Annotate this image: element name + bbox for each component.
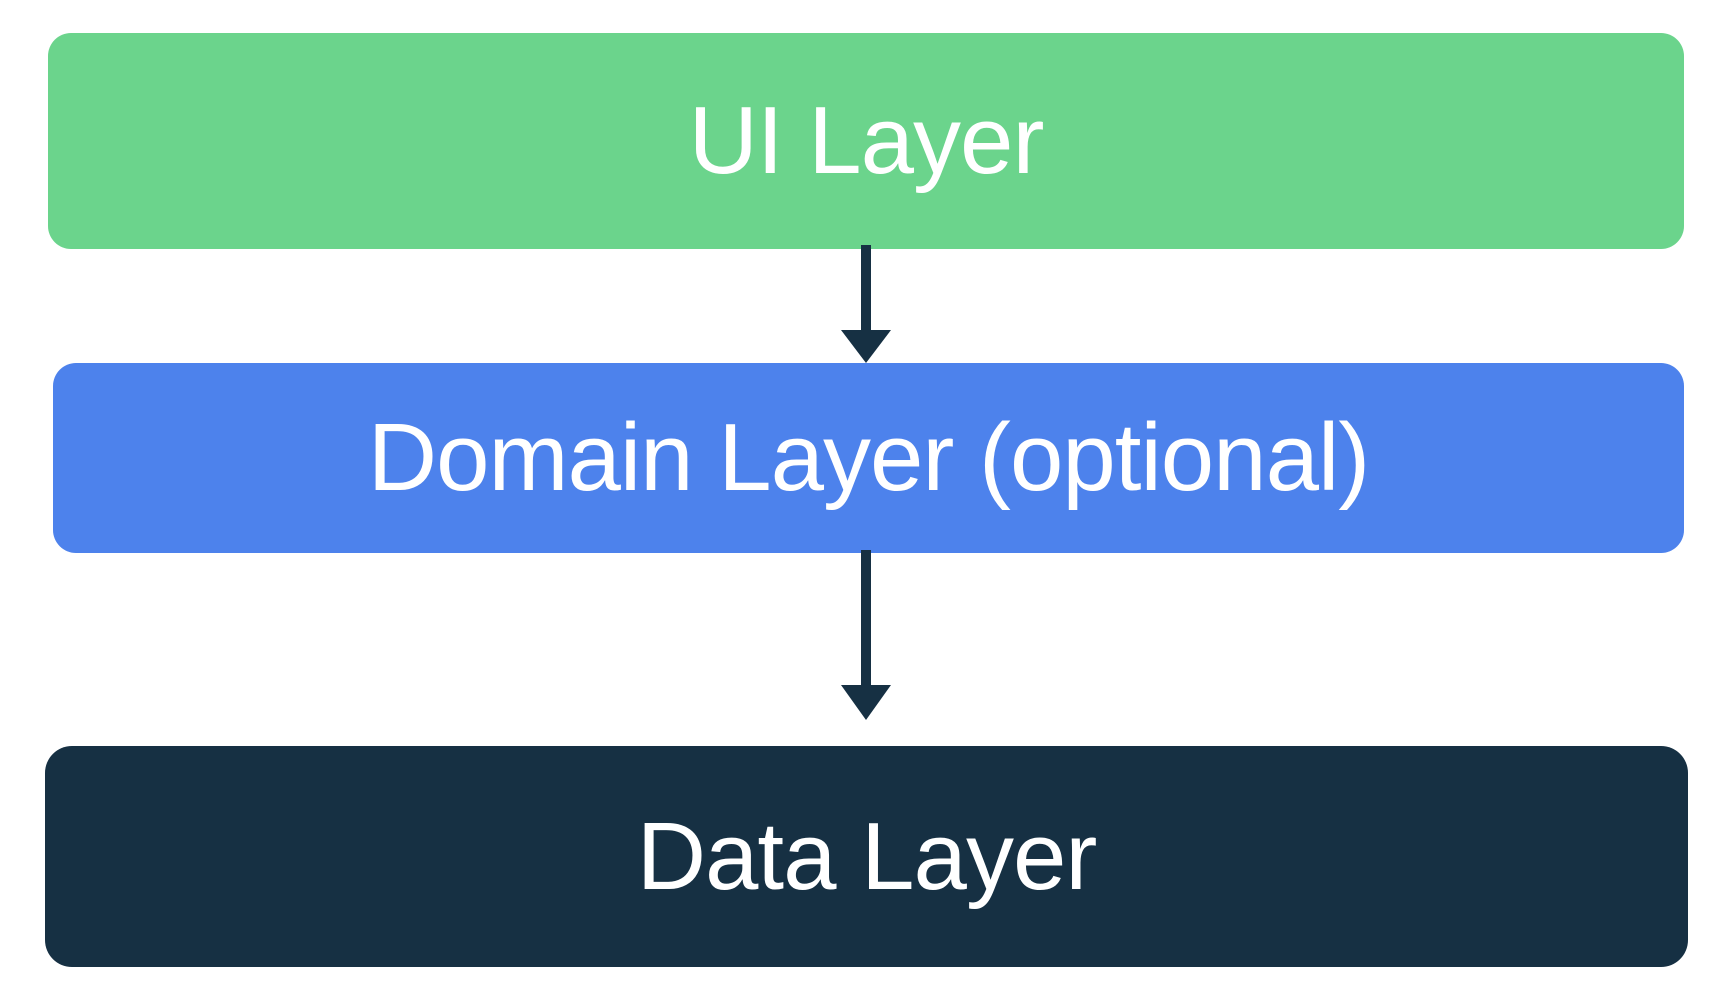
- arrow-down-icon-domain-to-data: [841, 550, 891, 720]
- layer-label-data-layer: Data Layer: [636, 802, 1098, 910]
- layer-label-ui-layer: UI Layer: [688, 87, 1045, 194]
- layer-box-ui-layer[interactable]: UI Layer: [48, 33, 1684, 249]
- layer-box-domain-layer[interactable]: Domain Layer (optional): [53, 363, 1684, 553]
- arrow-down-icon: [841, 550, 891, 720]
- arrow-down-icon-ui-to-domain: [841, 245, 891, 363]
- layer-label-domain-layer: Domain Layer (optional): [367, 404, 1370, 511]
- layer-box-data-layer[interactable]: Data Layer: [45, 746, 1688, 967]
- arrow-down-icon: [841, 245, 891, 363]
